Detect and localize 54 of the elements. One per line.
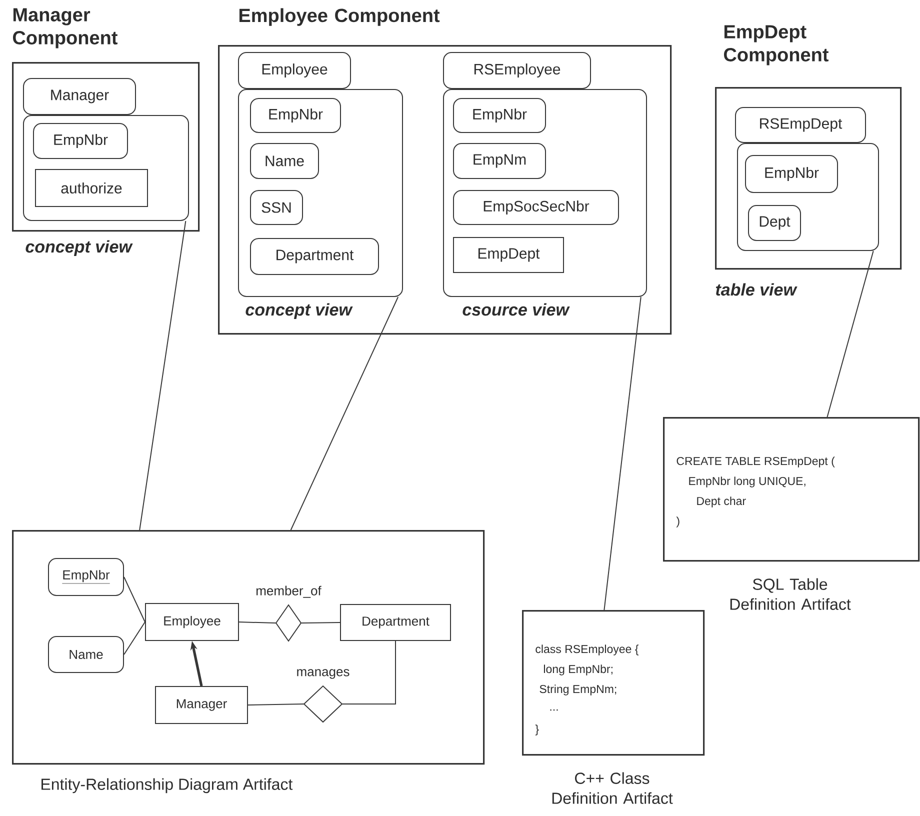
attribute-box: SSN xyxy=(250,190,303,225)
view-label: table view xyxy=(716,283,798,296)
class-name-box: RSEmployee xyxy=(443,52,591,89)
view-label: concept view xyxy=(26,240,133,256)
component-title: EmpDept Component xyxy=(724,25,829,66)
attribute-box: EmpNbr xyxy=(250,98,341,133)
code-line: ... xyxy=(550,709,558,711)
relationship-label: member_of xyxy=(256,586,322,598)
attribute-box: Department xyxy=(250,238,379,275)
code-line: class RSEmployee { xyxy=(536,644,639,656)
view-label: csource view xyxy=(462,303,570,316)
artifact-caption: Entity-Relationship Diagram Artifact xyxy=(42,778,293,794)
view-label: concept view xyxy=(246,303,353,320)
artifact-caption: C++ Class Definition Artifact xyxy=(552,772,673,804)
code-line: CREATE TABLE RSEmpDept ( xyxy=(676,456,835,468)
attribute-box: EmpSocSecNbr xyxy=(453,190,619,225)
relationship-label: manages xyxy=(297,669,350,679)
entity-box: Employee xyxy=(145,603,239,641)
connector-line xyxy=(248,704,304,706)
operation-box: EmpDept xyxy=(453,237,564,273)
er-attribute-box: EmpNbr xyxy=(48,558,124,596)
entity-box: Department xyxy=(340,604,451,641)
connector-line xyxy=(124,622,146,655)
connector-line xyxy=(826,250,874,418)
connector-line xyxy=(124,576,146,622)
class-name-box: RSEmpDept xyxy=(735,107,866,143)
attribute-box: EmpNbr xyxy=(745,155,838,193)
operation-box: authorize xyxy=(35,169,148,207)
class-name-box: Employee xyxy=(238,52,351,89)
component-title: Manager Component xyxy=(12,8,118,48)
connector-line xyxy=(300,622,340,624)
connector-line xyxy=(342,640,396,704)
connector-line xyxy=(604,296,642,610)
attribute-box: EmpNbr xyxy=(453,98,546,133)
component-title: Employee Component xyxy=(239,8,440,26)
artifact-caption: SQL Table Definition Artifact xyxy=(730,578,851,610)
code-line: long EmpNbr; xyxy=(544,664,612,676)
connector-line xyxy=(290,296,399,530)
code-line: Dept char xyxy=(697,496,746,508)
class-name-box: Manager xyxy=(23,78,136,115)
code-line: } xyxy=(535,724,539,736)
code-line: String EmpNm; xyxy=(540,684,616,696)
code-line: EmpNbr long UNIQUE, xyxy=(689,476,806,488)
connector-line xyxy=(139,220,186,530)
connector-line xyxy=(238,622,276,624)
attribute-box: Name xyxy=(250,143,319,179)
attribute-box: EmpNm xyxy=(453,143,546,179)
entity-box: Manager xyxy=(155,686,248,724)
view-body-box xyxy=(737,143,880,251)
er-attribute-box: Name xyxy=(48,636,124,673)
attribute-box: Dept xyxy=(748,205,801,241)
view-body-box xyxy=(23,115,189,221)
attribute-box: EmpNbr xyxy=(33,123,128,159)
code-line: ) xyxy=(676,516,680,528)
